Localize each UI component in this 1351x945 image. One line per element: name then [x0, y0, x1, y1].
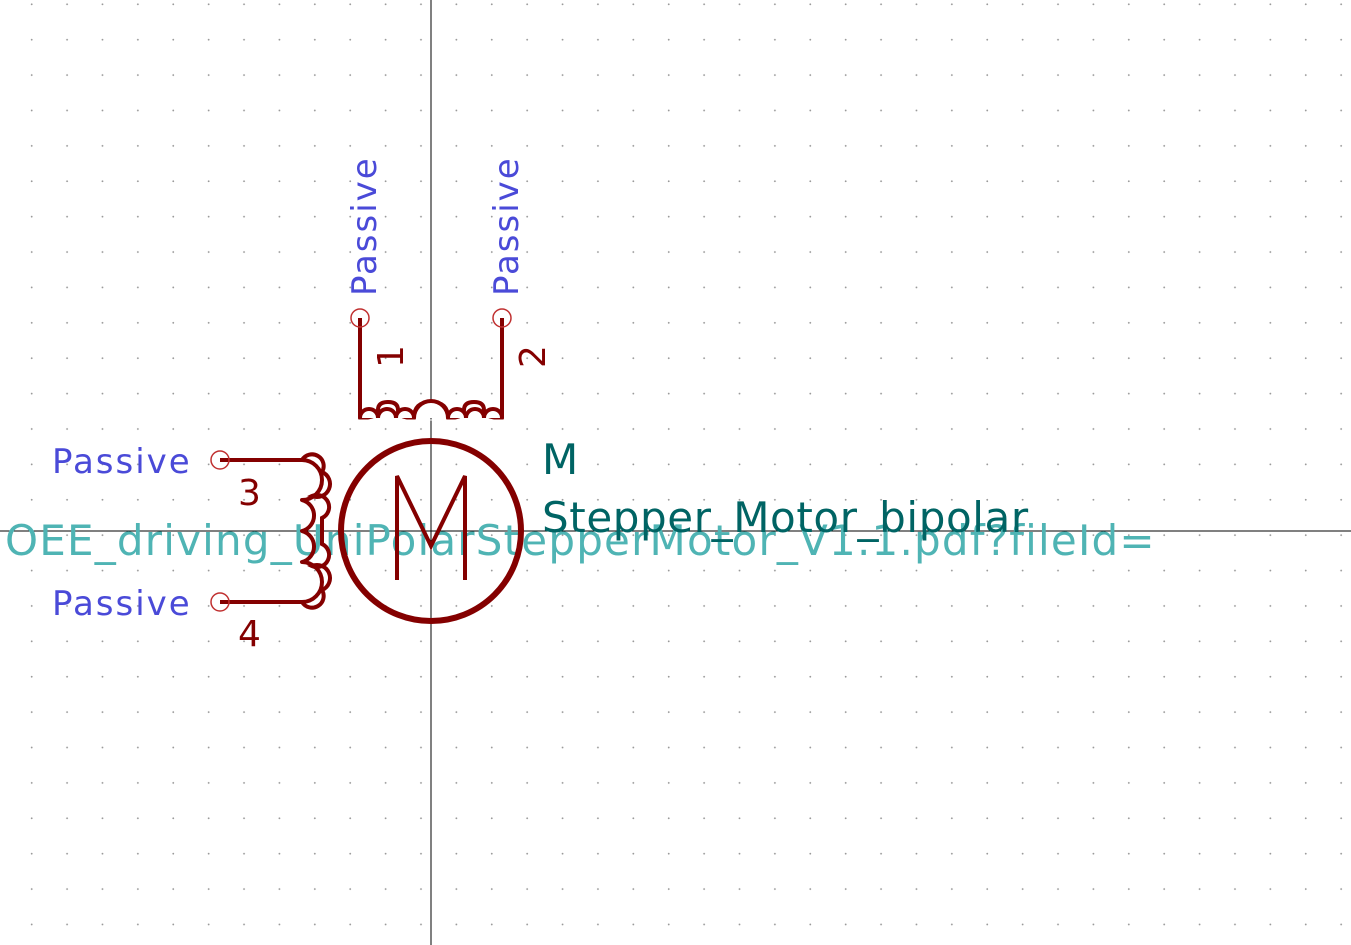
pin-4-endpoint[interactable]: [210, 592, 230, 612]
pin-4-type: Passive: [52, 584, 192, 624]
pin-2-number: 2: [513, 345, 554, 368]
pin-3-type: Passive: [52, 442, 192, 482]
pin-2-endpoint[interactable]: [492, 308, 512, 328]
left-winding-lobes: [300, 452, 332, 610]
reference-field[interactable]: M: [542, 435, 578, 484]
pin-4-number: 4: [238, 614, 261, 655]
pin-3-number: 3: [238, 473, 261, 514]
pin-3-endpoint[interactable]: [210, 450, 230, 470]
pin-1-type: Passive: [345, 156, 385, 296]
value-field[interactable]: Stepper_Motor_bipolar: [542, 493, 1029, 542]
pin-1-endpoint[interactable]: [350, 308, 370, 328]
pin-1-number: 1: [371, 345, 412, 368]
top-winding-lobes: [358, 399, 504, 419]
left-winding-coil[interactable]: [220, 458, 324, 604]
motor-m-glyph: [395, 475, 467, 580]
pin-2-type: Passive: [487, 156, 527, 296]
motor-body-circle[interactable]: [338, 438, 524, 624]
datasheet-field[interactable]: OEE_driving_UniPolarStepperMotor_V1.1.pd…: [5, 516, 1156, 565]
